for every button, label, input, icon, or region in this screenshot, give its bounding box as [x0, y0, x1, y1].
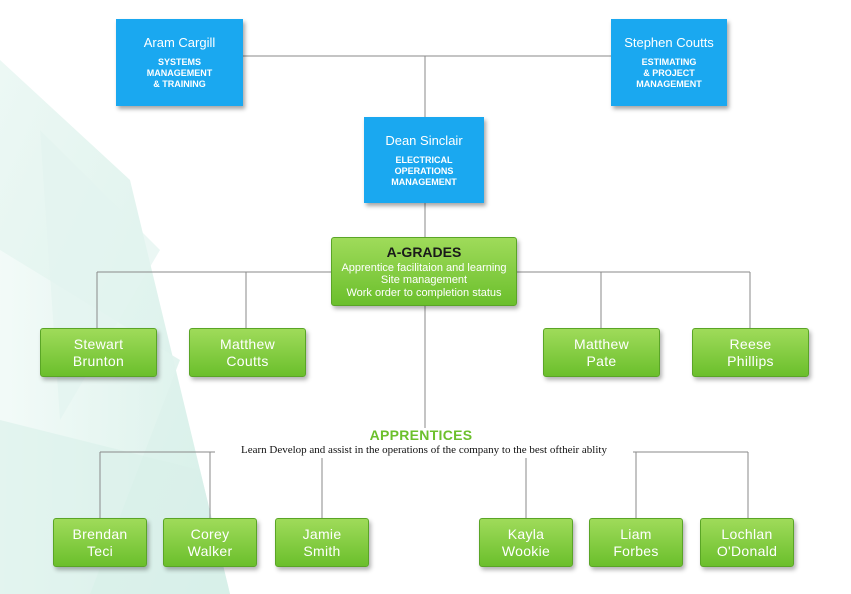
a-grade-member-matthew-pate: Matthew Pate [543, 328, 660, 377]
apprentices-description: Learn Develop and assist in the operatio… [215, 444, 633, 456]
manager-role: ESTIMATING & PROJECT MANAGEMENT [636, 57, 702, 89]
manager-box-aram-cargill: Aram Cargill SYSTEMS MANAGEMENT & TRAINI… [116, 19, 243, 106]
a-grades-duty: Apprentice facilitaion and learning [341, 261, 507, 274]
member-name: Matthew Pate [573, 335, 629, 369]
a-grade-member-reese-phillips: Reese Phillips [692, 328, 809, 377]
a-grades-duty: Site management [380, 274, 468, 287]
a-grade-member-stewart-brunton: Stewart Brunton [40, 328, 157, 377]
apprentice-member-kayla-wookie: Kayla Wookie [479, 518, 573, 567]
a-grade-member-matthew-coutts: Matthew Coutts [189, 328, 306, 377]
manager-name: Dean Sinclair [385, 132, 463, 148]
apprentice-member-jamie-smith: Jamie Smith [275, 518, 369, 567]
a-grades-title: A-GRADES [386, 243, 462, 260]
member-name: Reese Phillips [727, 335, 774, 369]
member-name: Kayla Wookie [501, 525, 551, 559]
manager-box-dean-sinclair: Dean Sinclair ELECTRICAL OPERATIONS MANA… [364, 117, 484, 203]
apprentice-member-brendan-teci: Brendan Teci [53, 518, 147, 567]
apprentices-title: APPRENTICES [369, 427, 473, 443]
a-grades-box: A-GRADES Apprentice facilitaion and lear… [331, 237, 517, 306]
manager-box-stephen-coutts: Stephen Coutts ESTIMATING & PROJECT MANA… [611, 19, 727, 106]
manager-name: Stephen Coutts [624, 35, 714, 50]
apprentice-member-lochlan-odonald: Lochlan O'Donald [700, 518, 794, 567]
member-name: Liam Forbes [613, 525, 659, 559]
a-grades-duty: Work order to completion status [346, 286, 502, 299]
manager-role: SYSTEMS MANAGEMENT & TRAINING [146, 57, 213, 89]
manager-role: ELECTRICAL OPERATIONS MANAGEMENT [391, 154, 457, 187]
member-name: Stewart Brunton [72, 335, 125, 369]
apprentice-member-corey-walker: Corey Walker [163, 518, 257, 567]
member-name: Brendan Teci [72, 525, 128, 559]
member-name: Jamie Smith [302, 525, 342, 559]
member-name: Corey Walker [187, 525, 233, 559]
apprentice-member-liam-forbes: Liam Forbes [589, 518, 683, 567]
manager-name: Aram Cargill [143, 35, 216, 50]
member-name: Matthew Coutts [219, 335, 275, 369]
member-name: Lochlan O'Donald [716, 525, 778, 559]
